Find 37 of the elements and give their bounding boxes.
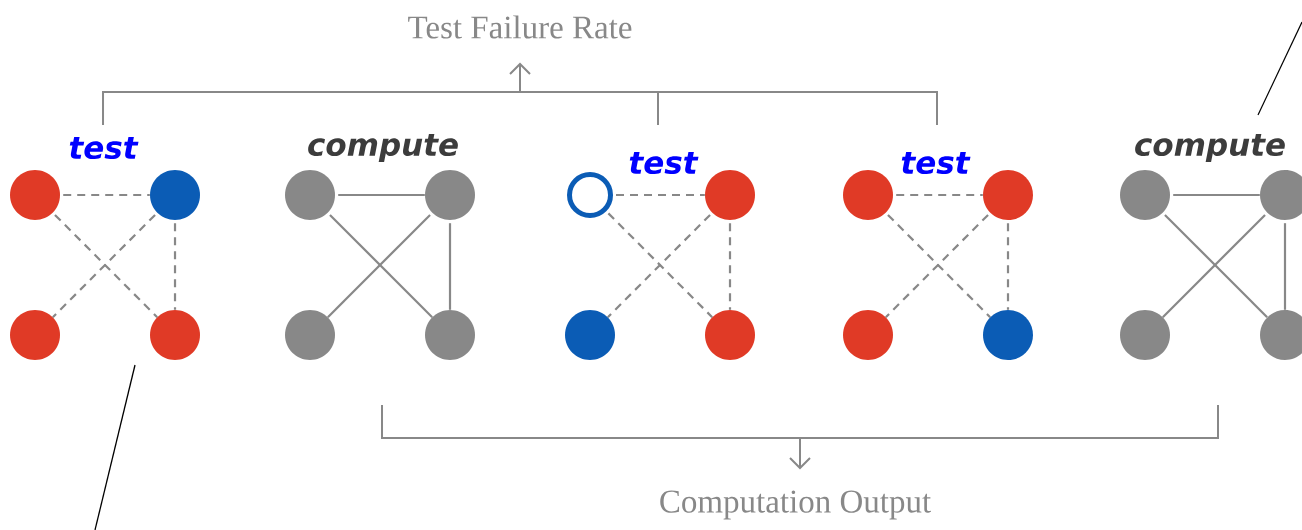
- graph-vertex: [705, 310, 755, 360]
- handwritten-label: test: [629, 151, 699, 175]
- graph-vertex: [983, 170, 1033, 220]
- graph-edge: [1006, 223, 1010, 310]
- handwritten-label: test: [901, 151, 971, 175]
- graph-vertex: [565, 310, 615, 360]
- graph-vertex: [10, 170, 60, 220]
- graph-vertex: [425, 310, 475, 360]
- graph-edge: [448, 223, 452, 310]
- graph-vertex: [1260, 310, 1302, 360]
- handwritten-label: compute: [1135, 133, 1285, 163]
- graph-edge: [728, 223, 732, 310]
- graph-edge: [616, 193, 705, 197]
- graph-vertex: [10, 310, 60, 360]
- graph-vertex: [705, 170, 755, 220]
- graph-vertex: [425, 170, 475, 220]
- handwritten-label: test: [69, 136, 139, 160]
- graph-vertex: [567, 172, 613, 218]
- graph-edge: [338, 193, 425, 197]
- graph-edge: [173, 223, 177, 310]
- graph-vertex: [983, 310, 1033, 360]
- graph-vertex: [150, 310, 200, 360]
- graph-edge: [1173, 193, 1260, 197]
- graph-vertex: [1120, 170, 1170, 220]
- graph-vertex: [843, 310, 893, 360]
- graph-vertex: [1260, 170, 1302, 220]
- graph-vertex: [285, 310, 335, 360]
- graph-edge: [63, 193, 150, 197]
- graph-vertex: [843, 170, 893, 220]
- graph-edge: [896, 193, 983, 197]
- handwritten-label: compute: [308, 133, 458, 163]
- graph-edge: [1283, 223, 1287, 310]
- graph-vertex: [1120, 310, 1170, 360]
- caption-text: Computation Output: [660, 490, 931, 520]
- graph-vertex: [285, 170, 335, 220]
- graph-vertex: [150, 170, 200, 220]
- caption-text: Test Failure Rate: [408, 15, 632, 39]
